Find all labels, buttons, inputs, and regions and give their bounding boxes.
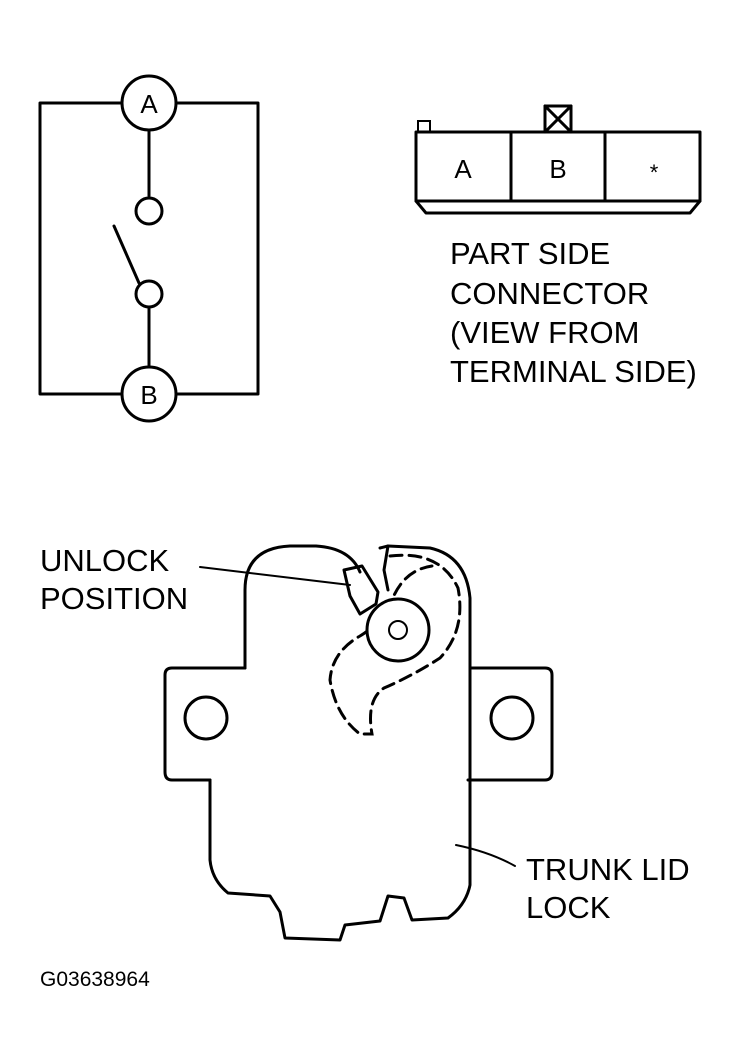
connector-caption: PART SIDE CONNECTOR (VIEW FROM TERMINAL … — [450, 236, 697, 389]
terminal-b-label: B — [140, 380, 157, 410]
switch-blade — [112, 224, 141, 285]
trunk-label-line-1: TRUNK LID — [526, 852, 690, 887]
unlock-label-line-1: UNLOCK — [40, 543, 170, 578]
terminal-a-circle — [120, 74, 178, 132]
lock-right-mounting-ear — [466, 666, 554, 782]
switch-contact-upper — [134, 196, 164, 226]
trunk-lock-leader-line — [455, 844, 516, 867]
switch-schematic: A B — [38, 74, 260, 423]
connector-key-cross-2 — [543, 104, 573, 134]
connector-cell-star: * — [650, 160, 659, 185]
part-side-connector: A B * — [414, 104, 702, 215]
connector-cell-b: B — [549, 154, 566, 184]
lock-body-notch — [378, 544, 390, 592]
trunk-label-line-2: LOCK — [526, 890, 611, 925]
trunk-lid-lock-label: TRUNK LID LOCK — [526, 852, 690, 925]
lock-left-mounting-hole — [183, 695, 229, 741]
lock-right-mounting-hole — [489, 695, 535, 741]
connector-cell-a: A — [454, 154, 472, 184]
terminal-b-circle — [120, 365, 178, 423]
schematic-loop-wire — [38, 101, 260, 396]
connector-latch-tab — [417, 120, 431, 133]
figure-code: G03638964 — [40, 968, 150, 991]
lock-main-body — [208, 544, 472, 942]
terminal-a-label: A — [140, 89, 158, 119]
lock-latch-lever — [342, 564, 380, 616]
lock-rotor-center-mark — [388, 620, 408, 640]
connector-caption-line-4: TERMINAL SIDE) — [450, 354, 697, 389]
lock-left-mounting-ear — [163, 666, 247, 782]
switch-contact-lower — [134, 279, 164, 309]
lock-rotor — [365, 597, 431, 663]
connector-caption-line-2: CONNECTOR — [450, 276, 649, 311]
unlock-leader-line — [199, 566, 351, 586]
connector-caption-line-3: (VIEW FROM — [450, 315, 639, 350]
unlock-label-line-2: POSITION — [40, 581, 188, 616]
connector-caption-line-1: PART SIDE — [450, 236, 610, 271]
unlock-position-label: UNLOCK POSITION — [40, 543, 188, 616]
trunk-lid-lock — [163, 544, 554, 942]
